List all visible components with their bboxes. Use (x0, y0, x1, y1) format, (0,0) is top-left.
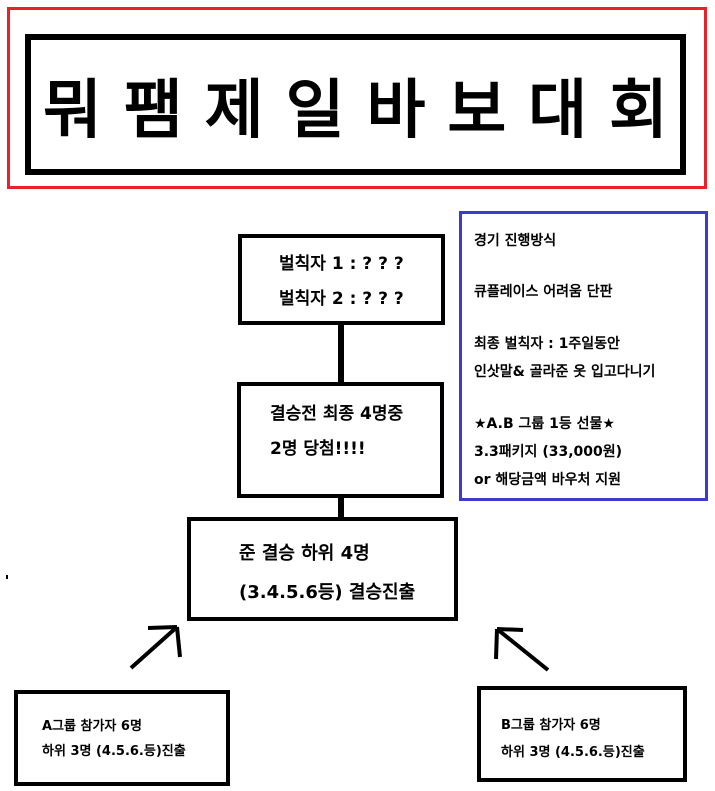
rules-heading: 경기 진행방식 (474, 233, 557, 249)
group-a-box: A그룹 참가자 6명 하위 3명 (4.5.6.등)진출 (14, 690, 230, 786)
penalty-line-1: 벌칙자 1 : ? ? ? (279, 254, 404, 274)
rules-final-penalty-1: 최종 벌칙자 : 1주일동안 (474, 336, 620, 352)
stray-mark (6, 575, 8, 579)
connector-penalty-finalists (338, 325, 344, 382)
finalists-box: 결승전 최종 4명중 2명 당첨!!!! (237, 382, 444, 498)
connector-finalists-semifinal (338, 498, 344, 517)
penalty-box: 벌칙자 1 : ? ? ? 벌칙자 2 : ? ? ? (238, 234, 445, 325)
semifinal-box: 준 결승 하위 4명 (3.4.5.6등) 결승진출 (187, 517, 458, 621)
title-text: 뭐팸제일바보대회 (42, 73, 691, 148)
arrow-right-icon (494, 627, 550, 672)
group-b-line-1: B그룹 참가자 6명 (501, 718, 601, 733)
title-box: 뭐팸제일바보대회 (25, 34, 686, 175)
group-b-line-2: 하위 3명 (4.5.6.등)진출 (501, 745, 645, 760)
group-a-line-1: A그룹 참가자 6명 (42, 719, 142, 734)
rules-final-penalty-2: 인삿말& 골라준 옷 입고다니기 (474, 364, 656, 380)
rules-format: 큐플레이스 어려움 단판 (474, 284, 613, 300)
finalists-line-2: 2명 당첨!!!! (270, 439, 366, 459)
rules-prize-2: 3.3패키지 (33,000원) (474, 444, 623, 460)
arrow-left-icon (129, 625, 182, 670)
penalty-line-2: 벌칙자 2 : ? ? ? (279, 289, 404, 309)
group-a-line-2: 하위 3명 (4.5.6.등)진출 (42, 744, 186, 759)
title-frame (7, 7, 707, 189)
rules-panel: 경기 진행방식 큐플레이스 어려움 단판 최종 벌칙자 : 1주일동안 인삿말&… (459, 211, 708, 501)
group-b-box: B그룹 참가자 6명 하위 3명 (4.5.6.등)진출 (477, 686, 687, 782)
finalists-line-1: 결승전 최종 4명중 (270, 404, 404, 424)
semifinal-line-1: 준 결승 하위 4명 (239, 543, 370, 564)
semifinal-line-2: (3.4.5.6등) 결승진출 (239, 582, 416, 603)
rules-prize-1: ★A.B 그룹 1등 선물★ (474, 416, 615, 432)
rules-prize-3: or 해당금액 바우처 지원 (474, 472, 622, 488)
